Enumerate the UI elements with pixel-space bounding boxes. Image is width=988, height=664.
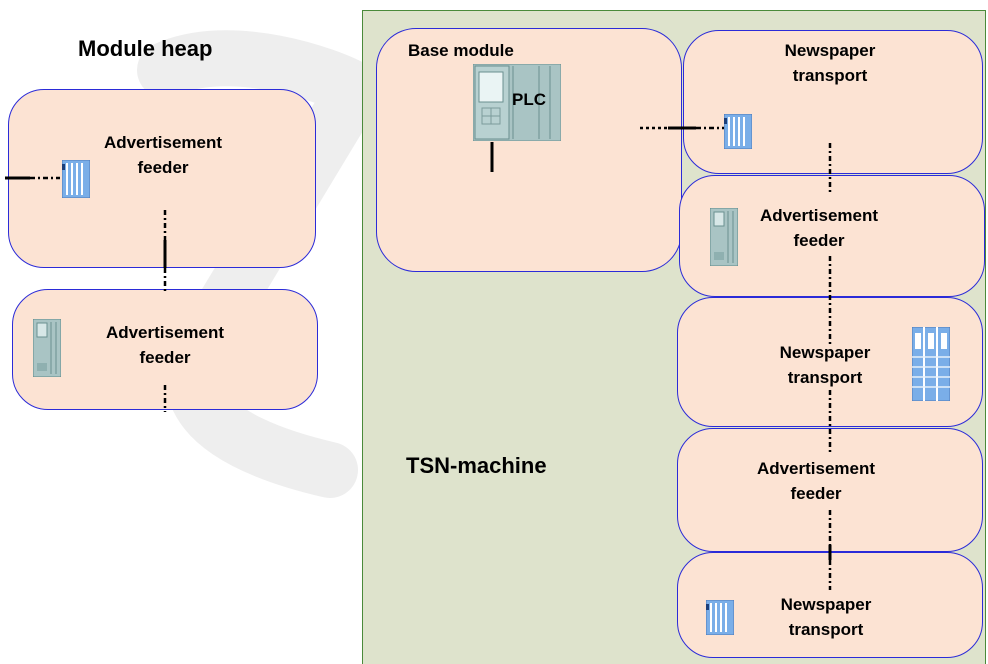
heap-module-1-line2: feeder	[137, 158, 189, 177]
tsn-machine-label: TSN-machine	[406, 453, 547, 478]
io-module-icon	[62, 160, 90, 198]
chain-module-4-line1: Advertisement	[756, 459, 876, 478]
chain-module-4-line2: feeder	[790, 484, 842, 503]
chain-module-5-label: Newspaper transport	[741, 592, 911, 642]
heap-module-2-line1: Advertisement	[105, 323, 225, 342]
base-module-label: Base module	[408, 41, 514, 60]
chain-module-1-line1: Newspaper	[784, 41, 876, 60]
chain-module-5-line1: Newspaper	[780, 595, 872, 614]
chain-module-5-line2: transport	[788, 620, 864, 639]
chain-module-1-label: Newspaper transport	[745, 38, 915, 88]
heap-module-2-line2: feeder	[139, 348, 191, 367]
plc-icon	[473, 64, 561, 141]
heap-module-2-label: Advertisement feeder	[80, 320, 250, 370]
io-module-icon	[710, 208, 738, 266]
base-module[interactable]	[376, 28, 682, 272]
heap-module-1-label: Advertisement feeder	[78, 130, 248, 180]
module-heap-title: Module heap	[78, 36, 213, 61]
io-module-icon	[724, 114, 752, 149]
io-module-icon	[706, 600, 734, 635]
chain-module-3-line1: Newspaper	[779, 343, 871, 362]
heap-module-1-line1: Advertisement	[103, 133, 223, 152]
chain-module-1-line2: transport	[792, 66, 868, 85]
chain-module-3-line2: transport	[787, 368, 863, 387]
chain-module-3-label: Newspaper transport	[740, 340, 910, 390]
multi-io-module-icon	[912, 327, 950, 401]
plc-label: PLC	[512, 90, 546, 109]
chain-newspaper-transport-1[interactable]	[683, 30, 983, 174]
chain-module-4-label: Advertisement feeder	[731, 456, 901, 506]
chain-module-2-label: Advertisement feeder	[734, 203, 904, 253]
chain-module-2-line2: feeder	[793, 231, 845, 250]
chain-module-2-line1: Advertisement	[759, 206, 879, 225]
io-module-icon	[33, 319, 61, 377]
